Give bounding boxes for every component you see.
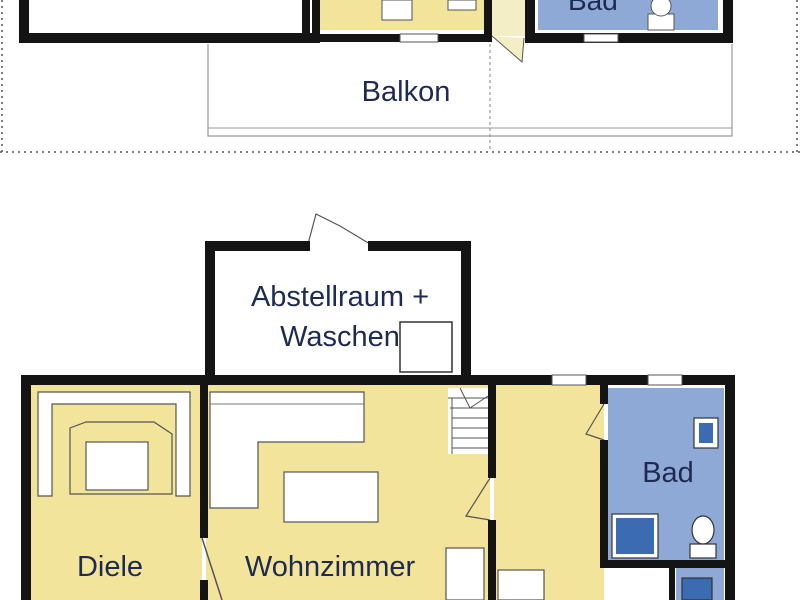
- bad-toilet-bowl: [691, 515, 715, 545]
- sofa-corner: [209, 391, 365, 509]
- upper-toilet-bowl: [650, 0, 672, 17]
- window-hall: [551, 374, 587, 386]
- upper-room-left: [36, 0, 306, 30]
- bad-door: [585, 403, 605, 441]
- lower-floor: Diele: [21, 213, 735, 600]
- balkon-label: Balkon: [362, 76, 451, 108]
- diele-label: Diele: [77, 551, 143, 583]
- diele-pillow: [85, 441, 149, 491]
- stairs-area: [448, 388, 488, 454]
- hallway-room: [494, 384, 604, 600]
- bad-shower-tray: [616, 518, 654, 554]
- upper-cabinet: [447, 0, 477, 11]
- bad-sink-basin: [699, 423, 713, 443]
- bad-top-label: Bad: [568, 0, 618, 16]
- balkon-outline: [207, 44, 733, 137]
- upper-bed: [381, 0, 413, 21]
- balkon: Balkon: [207, 44, 733, 152]
- storage-door-swing: [307, 213, 371, 245]
- hallway-door: [465, 477, 491, 521]
- upper-floor: Bad: [19, 0, 733, 64]
- bad-label: Bad: [642, 457, 694, 489]
- storage-label-line1: Abstellraum +: [251, 281, 429, 313]
- storage-label-line2: Waschen: [280, 321, 400, 353]
- window-bad: [647, 374, 683, 386]
- wohnzimmer-door: [201, 537, 223, 600]
- upper-window-1: [399, 33, 439, 43]
- hallway-cabinet: [497, 569, 545, 600]
- bad-toilet-tank: [689, 543, 717, 559]
- coffee-table: [283, 471, 379, 523]
- upper-wall-left: [19, 0, 320, 43]
- lower-outer-walls: [21, 375, 735, 600]
- upper-window-2: [583, 33, 619, 43]
- upper-hall: [488, 0, 528, 36]
- upper-wall-right: [525, 0, 733, 43]
- upper-door-swing: [491, 35, 525, 64]
- wohnzimmer-label: Wohnzimmer: [245, 551, 416, 583]
- diele-bed-frame: [37, 391, 191, 497]
- stair-turn: [459, 387, 489, 409]
- bad-lower-fixture: [681, 577, 713, 600]
- storage-walls: [205, 241, 471, 380]
- upper-bad-room: [538, 0, 718, 30]
- side-table: [445, 547, 485, 600]
- staircase: [448, 387, 489, 454]
- washing-machine: [399, 321, 453, 373]
